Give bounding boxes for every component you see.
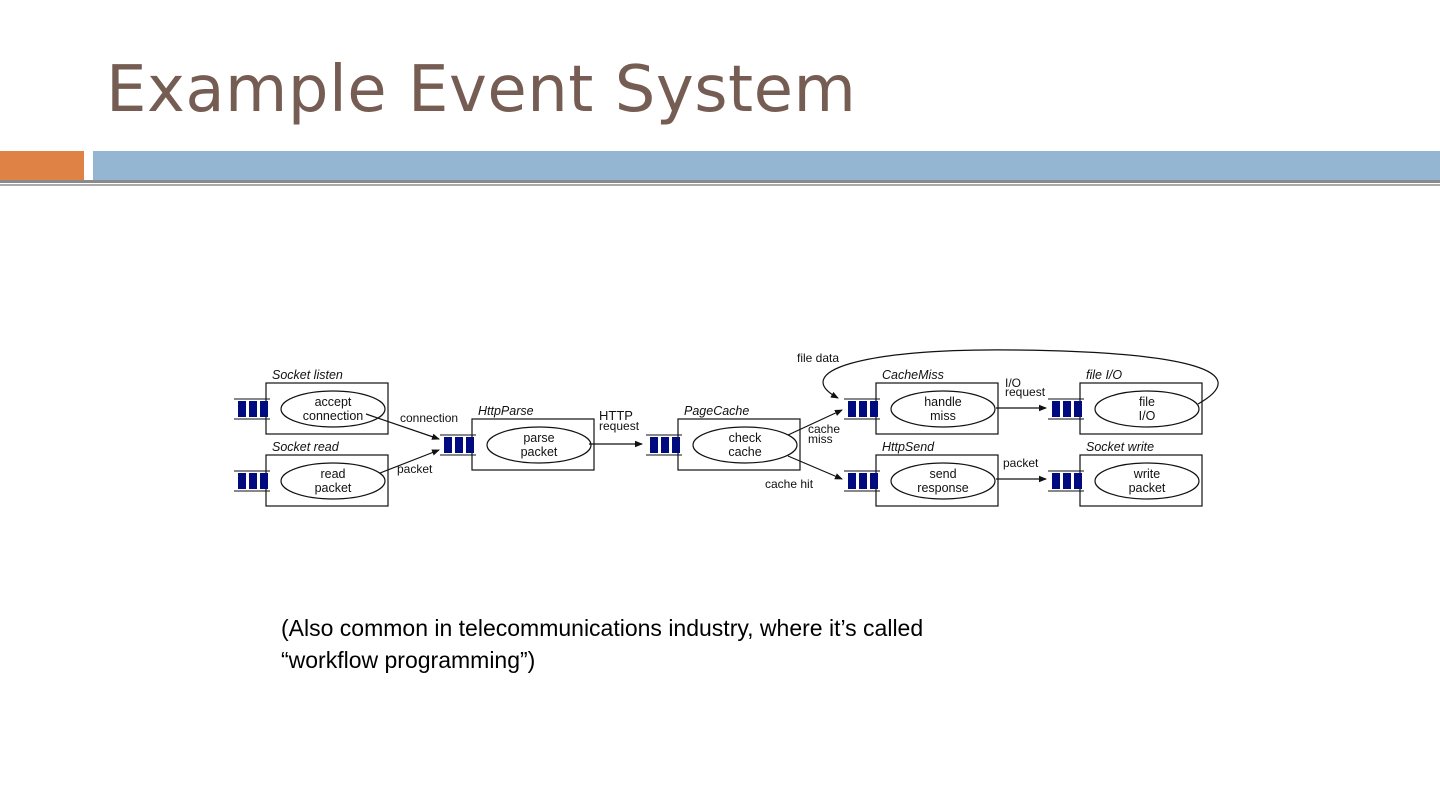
stage-handler-line-2: cache — [728, 445, 761, 459]
queue-slot — [672, 437, 680, 453]
queue-slot — [260, 401, 268, 417]
stage-handler-line-2: miss — [930, 409, 956, 423]
divider-line — [0, 180, 1440, 183]
stage-handler-ellipse — [280, 390, 386, 428]
queue-slot — [444, 437, 452, 453]
stage-handler-line-1: write — [1133, 467, 1160, 481]
edge-label-io-request: request — [1005, 385, 1046, 399]
edge-label-packet-in: packet — [397, 462, 433, 476]
stage-handler-ellipse — [280, 462, 386, 500]
queue-slot — [1052, 401, 1060, 417]
edge-label-io: I/O — [1005, 376, 1021, 390]
accent-bar-orange — [0, 151, 84, 180]
edge-label-file-data: file data — [797, 351, 839, 365]
edge-file-data-loop — [822, 349, 1219, 405]
queue-slot — [870, 473, 878, 489]
edge-connection-arrow — [365, 413, 440, 440]
stage-handler-line-2: packet — [1129, 481, 1166, 495]
stage-handler-line-1: handle — [924, 395, 962, 409]
queue-slot — [1063, 473, 1071, 489]
edge-label-cache: cache — [808, 422, 840, 436]
stage-name: HttpParse — [478, 404, 534, 418]
stage-name: file I/O — [1086, 368, 1122, 382]
stage-handler-line-2: packet — [521, 445, 558, 459]
queue-slot — [859, 401, 867, 417]
edge-label-cache-hit: cache hit — [765, 477, 814, 491]
queue-slot — [1074, 401, 1082, 417]
stage-name: Socket read — [272, 440, 340, 454]
stage-name: HttpSend — [882, 440, 935, 454]
stage-handler-ellipse — [1094, 390, 1200, 428]
edge-label-http: HTTP — [599, 408, 633, 423]
stage-handler-line-1: check — [729, 431, 762, 445]
caption: (Also common in telecommunications indus… — [281, 612, 1101, 676]
queue-slot — [1052, 473, 1060, 489]
stage-handler-ellipse — [890, 462, 996, 500]
queue-slot — [260, 473, 268, 489]
stage-handler-line-1: send — [929, 467, 956, 481]
stage-handler-line-2: packet — [315, 481, 352, 495]
queue-slot — [1063, 401, 1071, 417]
queue-slot — [848, 401, 856, 417]
stage-name: CacheMiss — [882, 368, 944, 382]
stage-handler-line-1: accept — [315, 395, 352, 409]
stage-handler-ellipse — [486, 426, 592, 464]
queue-slot — [238, 401, 246, 417]
slide-title: Example Event System — [106, 53, 857, 127]
edge-packet-in-arrow — [379, 449, 440, 474]
edge-cache-miss-arrow — [787, 409, 843, 436]
queue-slot — [650, 437, 658, 453]
caption-line-1: (Also common in telecommunications indus… — [281, 615, 924, 641]
stage-handler-line-1: file — [1139, 395, 1155, 409]
queue-slot — [661, 437, 669, 453]
stage-handler-line-2: response — [917, 481, 968, 495]
stage-name: PageCache — [684, 404, 749, 418]
queue-slot — [870, 401, 878, 417]
stage-handler-line-2: connection — [303, 409, 364, 423]
stage-handler-ellipse — [692, 426, 798, 464]
stage-handler-line-1: read — [320, 467, 345, 481]
stage-handler-line-2: I/O — [1139, 409, 1156, 423]
stage-name: Socket listen — [272, 368, 343, 382]
queue-slot — [249, 401, 257, 417]
stage-handler-line-1: parse — [523, 431, 554, 445]
edge-label-request: request — [599, 419, 640, 433]
queue-slot — [848, 473, 856, 489]
stage-handler-ellipse — [1094, 462, 1200, 500]
caption-line-2: “workflow programming”) — [281, 647, 536, 673]
edge-label-miss: miss — [808, 432, 833, 446]
edge-label-packet-out: packet — [1003, 456, 1039, 470]
edge-label-connection: connection — [400, 411, 458, 425]
edge-cache-hit-arrow — [787, 455, 843, 480]
queue-slot — [455, 437, 463, 453]
queue-slot — [1074, 473, 1082, 489]
queue-slot — [249, 473, 257, 489]
divider-line-secondary — [0, 184, 1440, 186]
accent-bar-blue — [93, 151, 1440, 180]
stage-name: Socket write — [1086, 440, 1154, 454]
queue-slot — [238, 473, 246, 489]
queue-slot — [859, 473, 867, 489]
queue-slot — [466, 437, 474, 453]
stage-handler-ellipse — [890, 390, 996, 428]
